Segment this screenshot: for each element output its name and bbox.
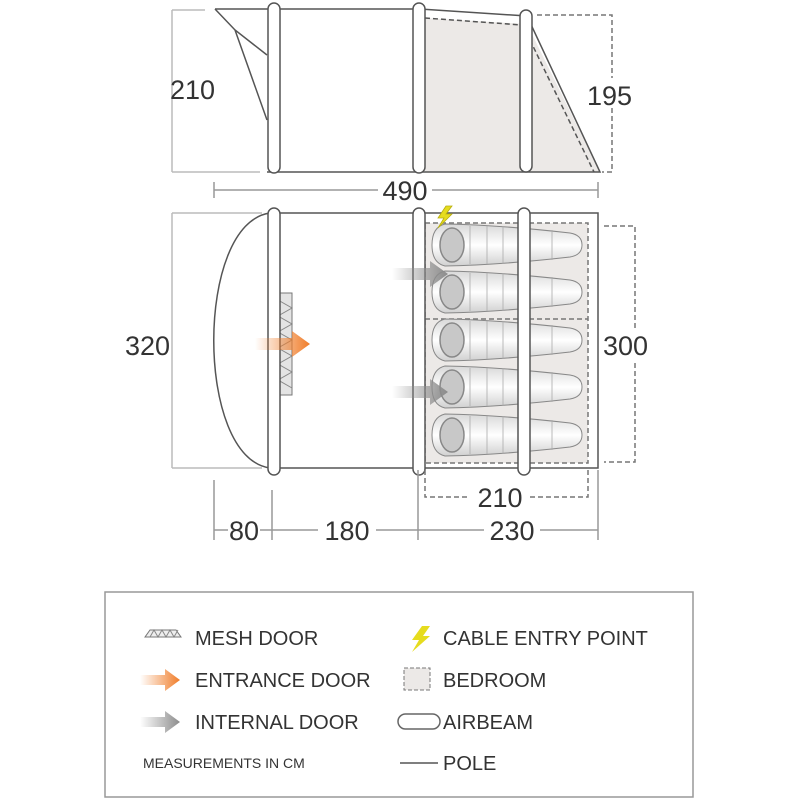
floor-plan xyxy=(171,207,636,540)
bedroom-section-depth: 230 xyxy=(489,516,534,546)
legend-internal-door: INTERNAL DOOR xyxy=(195,712,359,734)
legend-airbeam: AIRBEAM xyxy=(443,712,533,734)
porch-depth: 80 xyxy=(229,516,259,546)
cable-entry-legend-icon xyxy=(412,626,430,652)
entrance-door-icon xyxy=(140,669,180,691)
bedroom-icon xyxy=(403,667,431,691)
length-dimension-line xyxy=(213,182,599,198)
legend-entrance-door: ENTRANCE DOOR xyxy=(195,670,371,692)
legend-cable-entry: CABLE ENTRY POINT xyxy=(443,628,648,650)
legend-mesh-door: MESH DOOR xyxy=(195,628,318,650)
bedroom-depth-dimension xyxy=(424,470,589,498)
airbeam xyxy=(412,2,426,174)
legend-measurements: MEASUREMENTS IN CM xyxy=(143,755,305,771)
entrance-arrow xyxy=(255,331,310,357)
mesh-door-icon xyxy=(144,628,182,639)
section-dimension-line xyxy=(213,470,599,540)
internal-door-arrow xyxy=(392,261,448,287)
bedroom-shade xyxy=(425,18,600,172)
airbeam-icon xyxy=(397,713,441,730)
airbeam xyxy=(517,207,531,476)
elevation-height-right: 195 xyxy=(587,81,632,111)
sleeping-bag xyxy=(431,413,583,457)
internal-door-arrow xyxy=(392,379,448,405)
bedroom-depth: 210 xyxy=(477,483,522,513)
living-depth: 180 xyxy=(324,516,369,546)
sleeping-bags xyxy=(431,223,583,457)
legend: MESH DOOR ENTRANCE DOOR INTERNAL DOOR ME… xyxy=(104,591,694,798)
sleeping-bag xyxy=(431,365,583,409)
elevation-length: 490 xyxy=(382,176,427,206)
legend-pole: POLE xyxy=(443,753,496,775)
height-dimension-line xyxy=(171,9,260,173)
sleeping-bag xyxy=(431,318,583,362)
legend-bedroom: BEDROOM xyxy=(443,670,546,692)
plan-width: 320 xyxy=(125,331,170,361)
side-elevation xyxy=(171,2,613,198)
cable-entry-icon xyxy=(437,205,453,229)
bedroom-width: 300 xyxy=(603,331,648,361)
sleeping-bag xyxy=(431,270,583,314)
airbeam xyxy=(267,2,281,174)
airbeam xyxy=(412,207,426,476)
elevation-height-left: 210 xyxy=(170,75,215,105)
airbeam xyxy=(519,9,533,173)
internal-door-icon xyxy=(140,711,180,733)
